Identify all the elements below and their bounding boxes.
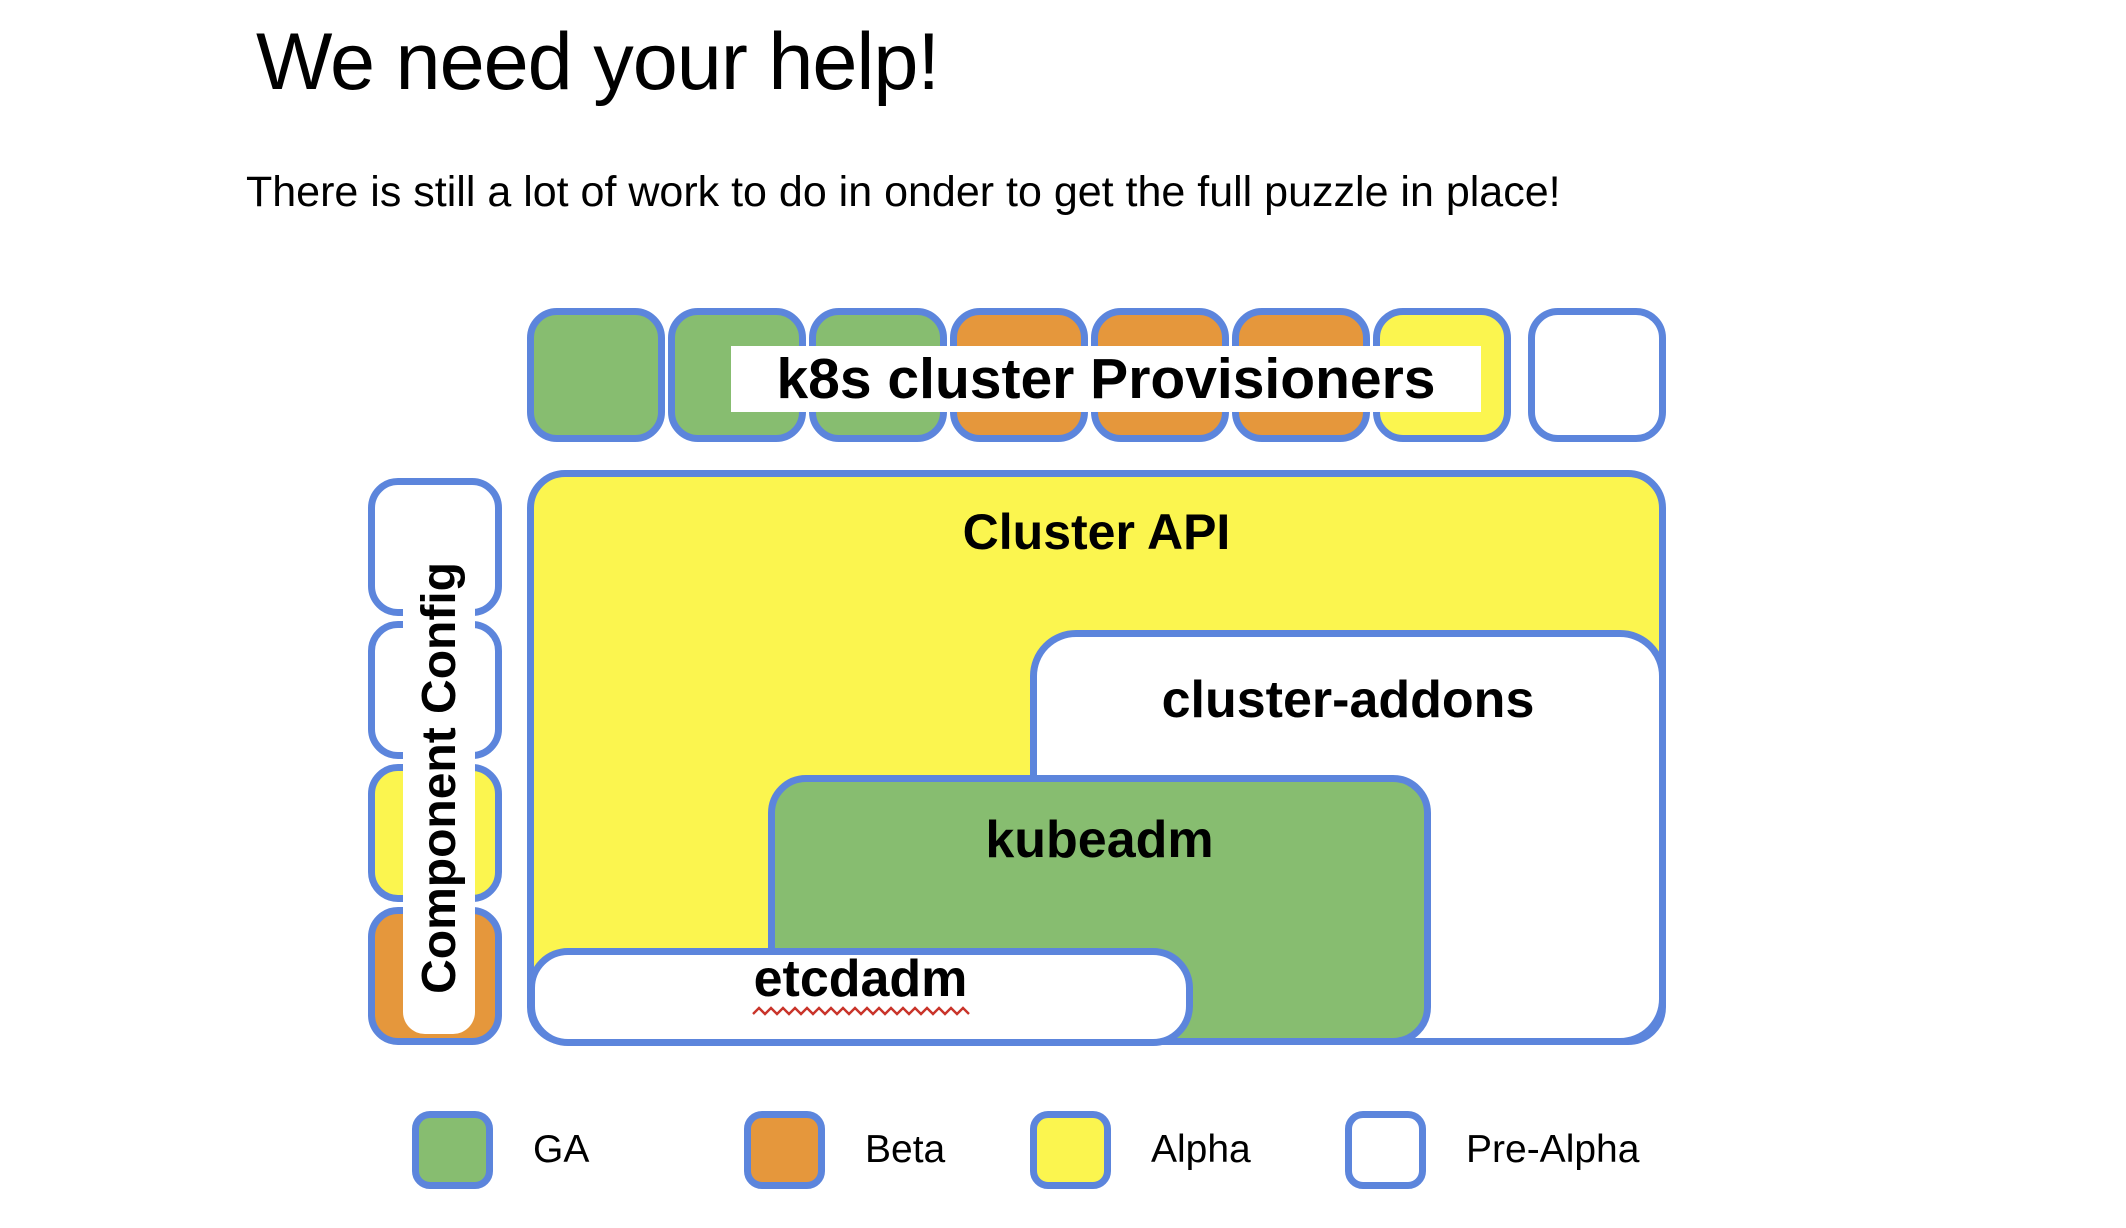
- component-config-label: Component Config: [412, 562, 466, 994]
- legend-swatch-pre-alpha: [1345, 1111, 1426, 1189]
- legend-swatch-ga: [412, 1111, 493, 1189]
- page-title: We need your help!: [256, 17, 940, 107]
- legend-label-beta: Beta: [865, 1128, 946, 1171]
- legend-label-pre-alpha: Pre-Alpha: [1466, 1128, 1640, 1171]
- page-subtitle: There is still a lot of work to do in on…: [246, 168, 1561, 216]
- legend-item-alpha: Alpha: [1030, 1111, 1251, 1189]
- cluster-api-label: Cluster API: [962, 504, 1231, 560]
- provisioners-label: k8s cluster Provisioners: [776, 347, 1436, 411]
- legend-item-ga: GA: [412, 1111, 589, 1189]
- puzzle-piece-provisioner-8: [1528, 308, 1666, 442]
- legend-item-pre-alpha: Pre-Alpha: [1345, 1111, 1639, 1189]
- provisioners-label-box: k8s cluster Provisioners: [731, 346, 1481, 412]
- puzzle-piece-provisioner-1: [527, 308, 665, 442]
- spellcheck-squiggle-icon: [751, 1006, 970, 1016]
- legend-item-beta: Beta: [744, 1111, 945, 1189]
- kubeadm-label: kubeadm: [985, 811, 1214, 869]
- cluster-addons-label: cluster-addons: [1161, 671, 1535, 729]
- legend-swatch-beta: [744, 1111, 825, 1189]
- legend-label-ga: GA: [533, 1128, 590, 1171]
- etcdadm-label: etcdadm: [753, 950, 968, 1008]
- component-config-label-box: Component Config: [403, 522, 475, 1034]
- etcdadm-box: etcdadm: [528, 948, 1193, 1046]
- legend-swatch-alpha: [1030, 1111, 1111, 1189]
- legend-label-alpha: Alpha: [1151, 1128, 1251, 1171]
